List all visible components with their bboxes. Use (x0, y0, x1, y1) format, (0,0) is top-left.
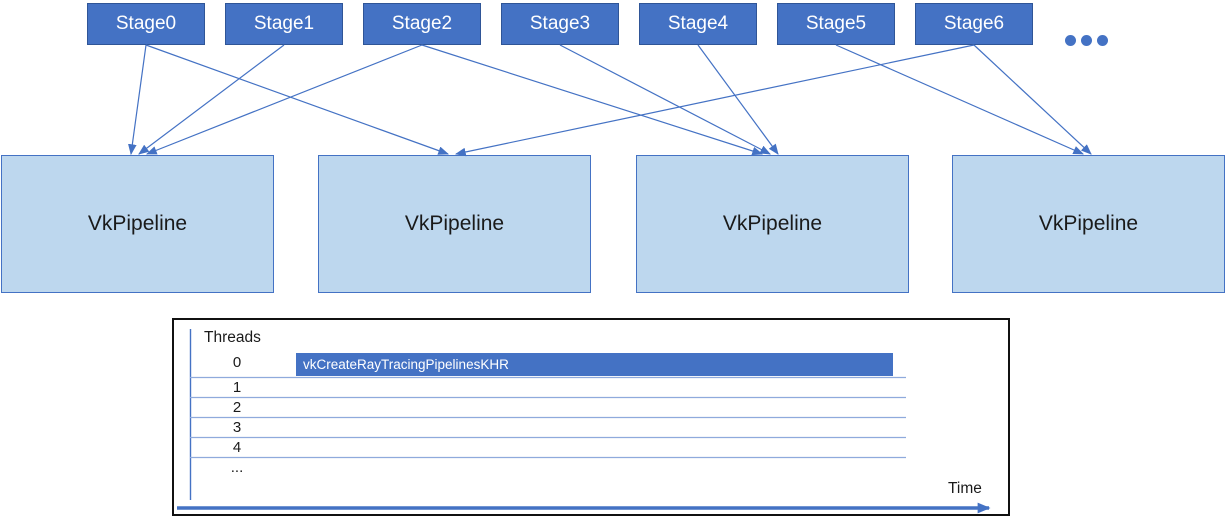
stage-label: Stage5 (805, 13, 867, 34)
timeline-bar: vkCreateRayTracingPipelinesKHR (296, 353, 893, 376)
stage-label: Stage3 (529, 13, 591, 34)
thread-row-label-5: ... (230, 459, 244, 476)
arrow-stage0-to-pipeline1 (145, 44, 450, 155)
thread-timeline-chart: Threads 0 1 2 3 4... vkCreateRayTracingPipel… (172, 318, 1010, 516)
stage-box-5: Stage5 (777, 3, 895, 45)
pipeline-box-2: VkPipeline (636, 155, 909, 293)
arrow-stage2-to-pipeline0 (145, 44, 423, 155)
pipeline-label: VkPipeline (722, 212, 823, 235)
stage-box-6: Stage6 (915, 3, 1033, 45)
arrow-stage1-to-pipeline0 (138, 44, 285, 155)
stage-box-0: Stage0 (87, 3, 205, 45)
threads-axis-label: Threads (204, 329, 261, 346)
stage-box-3: Stage3 (501, 3, 619, 45)
stage-label: Stage1 (253, 13, 315, 34)
stage-box-4: Stage4 (639, 3, 757, 45)
time-axis-label: Time (948, 480, 982, 497)
pipeline-box-1: VkPipeline (318, 155, 591, 293)
pipeline-label: VkPipeline (1038, 212, 1139, 235)
arrow-stage5-to-pipeline3 (835, 44, 1084, 155)
arrow-stage6-to-pipeline1 (454, 44, 975, 157)
arrow-stage4-to-pipeline2 (697, 44, 779, 155)
ellipsis-dot (1065, 35, 1076, 46)
stage-label: Stage2 (391, 13, 453, 34)
thread-row-label-2: 2 (232, 399, 242, 416)
arrow-stage6-to-pipeline3 (973, 44, 1092, 155)
thread-row-label-0: 0 (232, 354, 242, 371)
arrow-stage0-to-pipeline0 (128, 44, 147, 156)
pipeline-box-0: VkPipeline (1, 155, 274, 293)
pipeline-box-3: VkPipeline (952, 155, 1225, 293)
stage-box-2: Stage2 (363, 3, 481, 45)
ellipsis-dot (1081, 35, 1092, 46)
arrow-stage3-to-pipeline2 (559, 44, 771, 155)
pipeline-label: VkPipeline (404, 212, 505, 235)
stage-label: Stage0 (115, 13, 177, 34)
thread-row-label-1: 1 (232, 379, 242, 396)
arrow-stage2-to-pipeline2 (421, 44, 764, 156)
thread-row-label-3: 3 (232, 419, 242, 436)
stage-box-1: Stage1 (225, 3, 343, 45)
stage-label: Stage4 (667, 13, 729, 34)
stage-label: Stage6 (943, 13, 1005, 34)
thread-row-label-4: 4 (232, 439, 242, 456)
timeline-bar-label: vkCreateRayTracingPipelinesKHR (303, 357, 509, 372)
ellipsis-dot (1097, 35, 1108, 46)
pipeline-label: VkPipeline (87, 212, 188, 235)
